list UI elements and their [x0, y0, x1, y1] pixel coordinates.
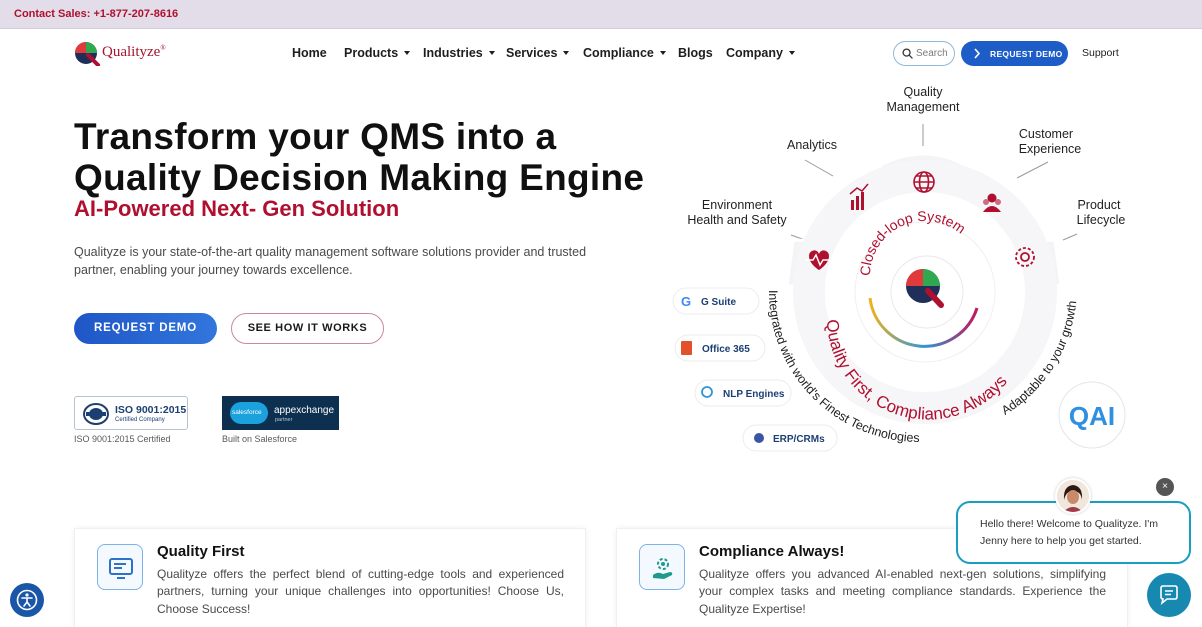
erp-db-icon [754, 433, 764, 443]
logo-mark-icon [75, 42, 100, 66]
logo-wordmark: Qualityze® [102, 44, 166, 60]
hero-description: Qualityze is your state-of-the-art quali… [74, 245, 587, 277]
salesforce-cloud-icon: salesforce [230, 402, 268, 424]
chat-welcome-message: Hello there! Welcome to Qualityze. I'm J… [980, 518, 1159, 547]
search-box[interactable]: Search [893, 41, 955, 66]
iso-title: ISO 9001:2015 [115, 404, 187, 416]
quality-first-card: Quality First Qualityze offers the perfe… [74, 528, 586, 627]
office-icon [681, 341, 692, 355]
qms-wheel-diagram: Closed-loop System Quality First, Compli… [672, 85, 1126, 452]
chat-agent-avatar [1055, 478, 1091, 514]
nav-compliance[interactable]: Compliance [583, 46, 666, 60]
partner-label: partner [275, 417, 293, 423]
label-analytics: Analytics [787, 138, 837, 152]
label-product: Product [1077, 198, 1121, 212]
hero-title: Transform your QMS into a Quality Decisi… [74, 116, 645, 198]
chat-icon [1160, 585, 1178, 606]
google-g-icon: G [681, 294, 691, 309]
nav-company[interactable]: Company [726, 46, 795, 60]
compliance-always-title: Compliance Always! [699, 543, 845, 560]
label-lifecycle: Lifecycle [1077, 213, 1126, 227]
nav-blogs[interactable]: Blogs [678, 46, 713, 60]
iso-subtitle: Certified Company [115, 417, 165, 423]
nav-home[interactable]: Home [292, 46, 327, 60]
see-how-it-works-button[interactable]: SEE HOW IT WORKS [231, 313, 384, 344]
label-environment: Environment [702, 198, 773, 212]
agent-avatar-icon [1057, 480, 1089, 512]
hero-request-demo-button[interactable]: REQUEST DEMO [74, 313, 217, 344]
qai-button[interactable]: QAI [1058, 381, 1126, 449]
compliance-gear-hand-icon [653, 558, 673, 579]
chat-close-button[interactable]: × [1156, 478, 1174, 496]
hero-subtitle: AI-Powered Next- Gen Solution [74, 200, 400, 220]
label-experience: Experience [1019, 142, 1082, 156]
qai-label: QAI [1069, 401, 1115, 431]
nav-services[interactable]: Services [506, 46, 570, 60]
hero-subtitle-clip: AI-Powered Next- Gen Solution [74, 200, 474, 220]
nav-products[interactable]: Products [344, 46, 411, 60]
label-quality: Quality [904, 85, 944, 99]
nav-industries[interactable]: Industries [423, 46, 495, 60]
top-contact-bar: Contact Sales: +1-877-207-8616 [0, 0, 1202, 29]
label-management: Management [887, 100, 960, 114]
heartbeat-icon [805, 250, 833, 270]
integration-nlp-engines[interactable]: NLP Engines [694, 379, 792, 407]
quality-screen-icon [109, 558, 133, 579]
search-icon [902, 48, 913, 59]
caret-down-icon [788, 51, 795, 55]
search-placeholder: Search [916, 48, 948, 59]
salesforce-caption: Built on Salesforce [222, 434, 298, 444]
customer-users-icon [983, 193, 1001, 212]
compliance-icon-box [639, 544, 685, 590]
qualityze-logo[interactable]: Qualityze® [74, 40, 174, 68]
caret-down-icon [563, 51, 570, 55]
integration-erp-crms[interactable]: ERP/CRMs [742, 424, 838, 452]
chevron-right-icon [974, 48, 981, 59]
support-link[interactable]: Support [1082, 47, 1119, 59]
contact-sales-link[interactable]: Contact Sales: +1-877-207-8616 [14, 8, 179, 20]
nlp-search-icon [701, 386, 713, 398]
caret-down-icon [404, 51, 411, 55]
header-request-demo-button[interactable]: REQUEST DEMO [961, 41, 1068, 66]
iso-certification-badge: ISO 9001:2015 Certified Company [74, 396, 188, 430]
svg-text:ERP/CRMs: ERP/CRMs [773, 434, 825, 445]
label-health-safety: Health and Safety [687, 213, 787, 227]
accessibility-icon [16, 589, 38, 611]
header-request-demo-label: REQUEST DEMO [990, 49, 1063, 59]
chat-open-button[interactable] [1147, 573, 1191, 617]
integration-office365[interactable]: Office 365 [674, 334, 766, 362]
lifecycle-gear-icon [1015, 247, 1035, 267]
integration-gsuite[interactable]: G G Suite [672, 287, 760, 315]
iso-seal-icon [83, 403, 109, 425]
accessibility-button[interactable] [10, 583, 44, 617]
caret-down-icon [488, 51, 495, 55]
quality-first-text: Qualityze offers the perfect blend of cu… [157, 567, 564, 616]
quality-first-title: Quality First [157, 543, 245, 560]
salesforce-appexchange-badge: salesforce appexchange partner [222, 396, 339, 430]
svg-text:G Suite: G Suite [701, 297, 736, 308]
analytics-icon [849, 183, 869, 210]
center-logo-icon [906, 269, 944, 308]
compliance-always-text: Qualityze offers you advanced AI-enabled… [699, 567, 1106, 616]
quality-first-icon-box [97, 544, 143, 590]
appexchange-label: appexchange [274, 405, 335, 416]
svg-text:NLP Engines: NLP Engines [723, 389, 785, 400]
label-customer: Customer [1019, 127, 1073, 141]
closed-loop-arc [868, 297, 979, 348]
iso-caption: ISO 9001:2015 Certified [74, 434, 171, 444]
caret-down-icon [659, 51, 666, 55]
globe-icon [913, 171, 935, 193]
svg-text:Office 365: Office 365 [702, 344, 750, 355]
